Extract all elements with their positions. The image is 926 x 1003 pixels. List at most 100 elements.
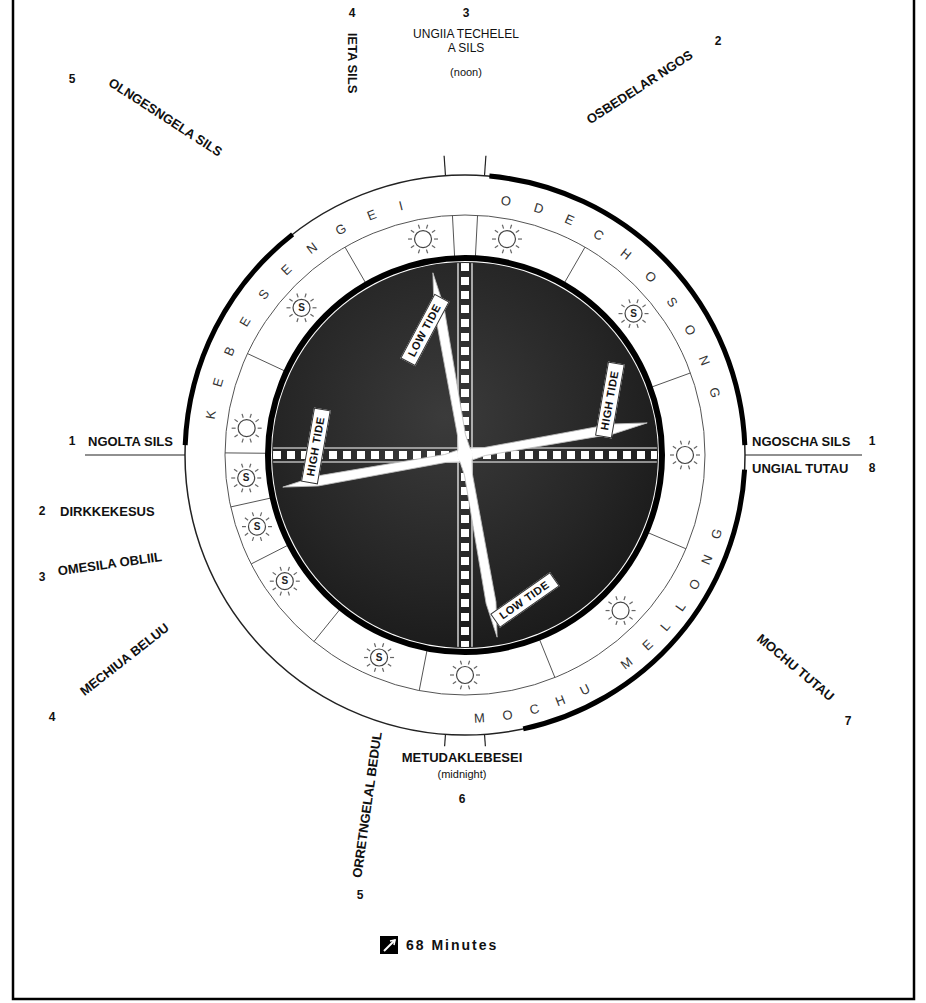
callout-number: 2 <box>715 35 722 49</box>
arc-label: KEBESENGEI <box>203 198 405 420</box>
sun-ray <box>518 238 522 239</box>
time-label: NGOLTA SILS <box>88 435 173 450</box>
sun-ray <box>680 465 681 469</box>
sun-ray <box>492 238 496 239</box>
segment-tick <box>251 545 288 564</box>
arc-label: MOCHU MELLONG <box>474 527 725 726</box>
sun-ray <box>460 661 461 665</box>
sun-ray <box>294 572 297 574</box>
sun-ray <box>476 674 480 675</box>
sun-disc <box>293 299 310 316</box>
dark-disc <box>272 262 658 648</box>
tide-tag: HIGH TIDE <box>595 362 625 439</box>
sun-ray <box>374 643 375 647</box>
callout-number: 3 <box>39 571 46 585</box>
sun-ray <box>310 314 313 316</box>
outer-ring <box>185 175 745 735</box>
leader-line <box>85 454 185 455</box>
tide-tag: LOW TIDE <box>400 294 449 367</box>
hand-hub <box>457 447 473 463</box>
sun-ray <box>637 299 638 303</box>
sun-ray <box>235 435 238 437</box>
sun-disc <box>457 667 474 684</box>
sun-ray <box>510 250 511 254</box>
callout-number: 4 <box>349 7 356 21</box>
sun-ray <box>474 681 477 683</box>
sun-ray <box>255 469 258 471</box>
sun-disc <box>415 231 432 248</box>
sun-symbol <box>450 661 480 690</box>
segment-tick <box>565 247 586 283</box>
midnight-tick <box>444 734 446 746</box>
sun-ray <box>670 454 674 455</box>
sun-ray <box>629 617 632 619</box>
sun-ray <box>294 588 297 590</box>
sun-ray <box>694 446 697 448</box>
sun-ray <box>502 225 503 229</box>
clock-hand <box>282 416 649 494</box>
sun-ray <box>245 533 248 535</box>
sun-ray <box>426 250 427 254</box>
sun-disc <box>238 469 255 486</box>
sun-ray <box>388 649 391 651</box>
sun-ray <box>642 320 645 322</box>
sun-ray <box>632 610 636 611</box>
tide-text: LOW TIDE <box>405 301 444 359</box>
sun-symbol <box>408 225 438 254</box>
sun-ray <box>426 225 427 229</box>
sun-ray <box>256 435 259 437</box>
callout-number: 1 <box>869 435 876 449</box>
sun-ray <box>495 230 498 232</box>
arc-label: MOCHU MELLONG <box>474 527 725 726</box>
sun-ray <box>242 488 243 492</box>
leader-line <box>745 454 862 455</box>
sun-ray <box>287 307 291 308</box>
sun-letter: S <box>298 302 305 314</box>
sun-ray <box>468 661 469 665</box>
sun-ray <box>629 602 632 604</box>
segment-tick <box>652 373 691 387</box>
sun-ray <box>268 526 272 527</box>
callout-number: 1 <box>69 435 76 449</box>
sun-ray <box>516 230 519 232</box>
sun-symbol <box>242 512 272 541</box>
sun-ray <box>242 464 243 468</box>
sun-ray <box>250 414 251 418</box>
sun-ray <box>495 246 498 248</box>
sun-disc <box>677 447 694 464</box>
sun-ray <box>388 664 391 666</box>
sun-ray <box>637 324 638 328</box>
sun-symbol <box>492 225 522 254</box>
sun-ray <box>289 299 292 301</box>
sun-ray <box>616 596 617 600</box>
sun-ray <box>502 250 503 254</box>
segment-tick <box>345 247 366 283</box>
tide-tag: LOW TIDE <box>490 572 560 628</box>
sun-ray <box>374 668 375 672</box>
sun-ray <box>305 318 306 322</box>
segment-tick <box>247 354 284 371</box>
sun-ray <box>468 685 469 689</box>
time-label: ORRETNGELAL BEDUL <box>350 731 385 879</box>
sun-letter: S <box>630 308 637 320</box>
sun-ray <box>297 318 298 322</box>
time-label: MOCHU TUTAU <box>754 631 837 704</box>
sun-ray <box>616 621 617 625</box>
sun-ray <box>696 454 700 455</box>
sun-disc <box>612 602 629 619</box>
time-label: OLNGESNGELA SILS <box>105 76 224 161</box>
sun-ray <box>242 526 246 527</box>
sun-ray <box>418 225 419 229</box>
sun-ray <box>232 428 236 429</box>
sun-ray <box>460 685 461 689</box>
sun-disc <box>238 420 255 437</box>
sun-symbol <box>606 596 636 625</box>
sun-ray <box>390 657 394 658</box>
inner-ring <box>268 258 662 652</box>
sun-symbol <box>287 294 317 323</box>
sun-ray <box>688 465 689 469</box>
sun-ray <box>255 484 258 486</box>
sun-ray <box>621 305 624 307</box>
sun-ray <box>434 238 438 239</box>
